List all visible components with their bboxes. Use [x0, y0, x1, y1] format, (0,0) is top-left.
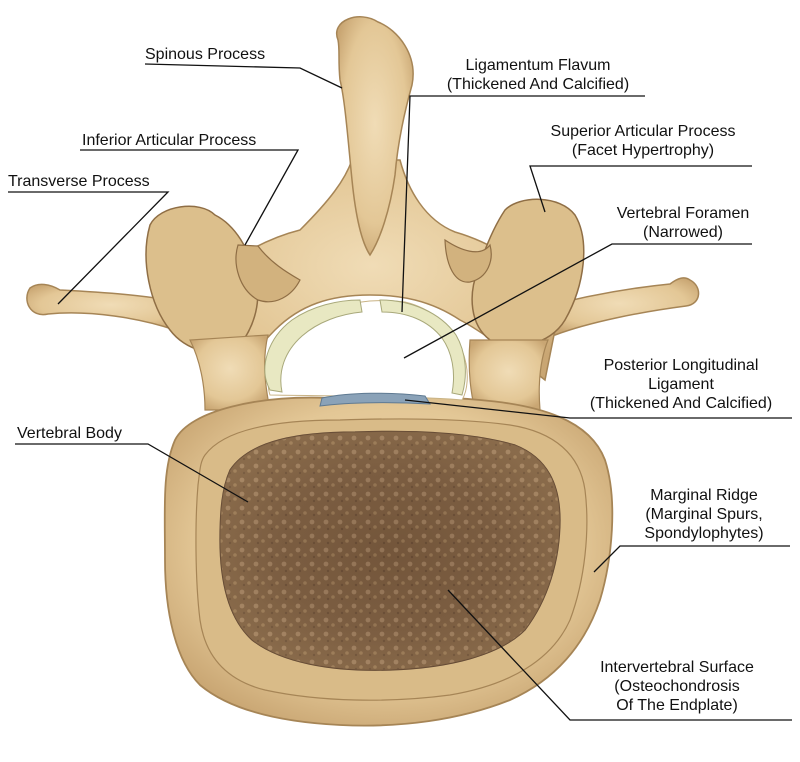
label-marginal-ridge: Marginal Ridge (Marginal Spurs, Spondylo… [618, 486, 790, 543]
vertebral-foramen [267, 300, 468, 401]
label-line: Ligament [648, 376, 714, 393]
leader-marginal-ridge [593, 545, 790, 573]
pedicle-left [189, 334, 271, 411]
label-spinous-process: Spinous Process [145, 45, 265, 64]
label-line: Vertebral Body [17, 425, 122, 442]
label-line: (Facet Hypertrophy) [571, 142, 715, 159]
leader-inferior-articular-process [80, 149, 300, 246]
leader-vertebral-body [15, 443, 249, 503]
label-line: (Marginal Spurs, [645, 506, 763, 523]
label-intervertebral-surface: Intervertebral Surface (Osteochondrosis … [562, 658, 792, 715]
posterior-longitudinal-ligament [319, 392, 431, 407]
leader-lines [8, 63, 792, 721]
label-line: (Thickened And Calcified) [589, 395, 773, 412]
label-line: (Narrowed) [642, 224, 723, 241]
label-vertebral-foramen: Vertebral Foramen (Narrowed) [608, 204, 758, 242]
label-line: Spinous Process [145, 46, 266, 63]
ligamentum-flavum-right [379, 299, 466, 396]
label-line: Superior Articular Process [550, 123, 736, 140]
leader-spinous-process [144, 63, 343, 89]
leader-intervertebral-surface [447, 589, 792, 721]
leader-ligamentum-flavum [401, 95, 645, 313]
label-line: Inferior Articular Process [82, 132, 257, 149]
label-line: Marginal Ridge [650, 487, 758, 504]
label-posterior-longitudinal-ligament: Posterior Longitudinal Ligament (Thicken… [570, 356, 792, 413]
label-line: (Thickened And Calcified) [446, 76, 630, 93]
label-line: Spondylophytes) [644, 525, 764, 542]
label-line: (Osteochondrosis [614, 678, 740, 695]
leader-superior-articular-process [529, 165, 752, 213]
leader-transverse-process [8, 191, 170, 305]
ligamentum-flavum [264, 299, 363, 393]
label-line: Intervertebral Surface [600, 659, 754, 676]
inferior-articular-process-right [444, 238, 492, 283]
label-line: Posterior Longitudinal [603, 357, 759, 374]
label-line: Vertebral Foramen [616, 205, 750, 222]
spinous-process [335, 16, 414, 257]
leader-vertebral-foramen [403, 243, 752, 359]
label-vertebral-body: Vertebral Body [17, 424, 122, 443]
inferior-articular-process-left [235, 244, 301, 303]
leader-posterior-longitudinal-ligament [404, 399, 792, 419]
intervertebral-surface-shade [220, 431, 560, 671]
label-inferior-articular-process: Inferior Articular Process [82, 131, 256, 150]
label-line: Transverse Process [8, 173, 150, 190]
label-line: Of The Endplate) [616, 697, 738, 714]
label-ligamentum-flavum: Ligamentum Flavum (Thickened And Calcifi… [425, 56, 651, 94]
articular-process-left [145, 205, 259, 353]
label-transverse-process: Transverse Process [8, 172, 150, 191]
label-line: Ligamentum Flavum [465, 57, 611, 74]
label-superior-articular-process: Superior Articular Process (Facet Hypert… [530, 122, 756, 160]
